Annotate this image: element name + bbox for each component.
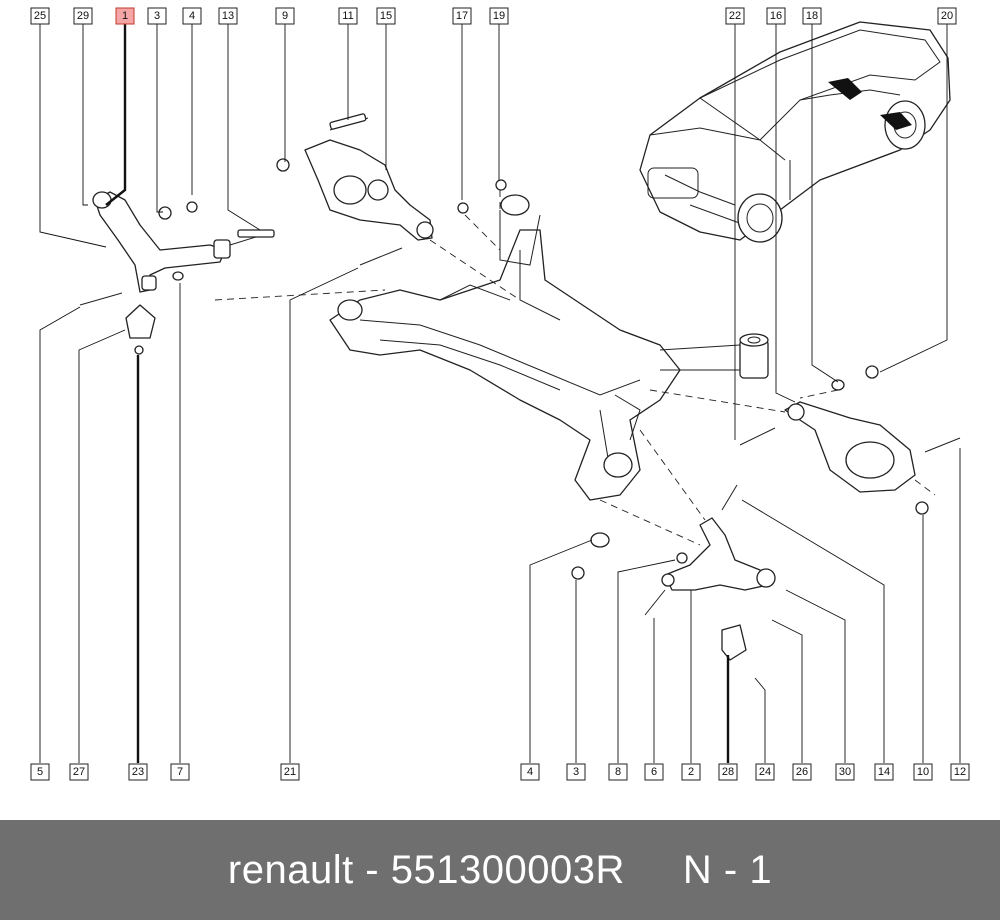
parts-diagram: 25 29 1 3 4 13 9 11 15 17 19 22 16 18 20… xyxy=(30,7,970,781)
callout-text: 15 xyxy=(380,10,392,22)
right-lower-arm xyxy=(739,365,961,515)
leader-lines xyxy=(39,24,961,763)
callout-19[interactable]: 19 xyxy=(489,7,509,25)
callout-text: 4 xyxy=(189,10,195,22)
bottom-upper-arm xyxy=(571,484,776,661)
callout-13[interactable]: 13 xyxy=(218,7,238,25)
callout-16[interactable]: 16 xyxy=(766,7,786,25)
callout-text: 29 xyxy=(77,10,89,22)
callout-text: 3 xyxy=(573,766,579,778)
callout-29[interactable]: 29 xyxy=(73,7,93,25)
callout-12[interactable]: 12 xyxy=(950,763,970,781)
callout-text: 20 xyxy=(941,10,953,22)
callout-text: 7 xyxy=(177,766,183,778)
callout-text: 22 xyxy=(729,10,741,22)
callout-1-highlighted[interactable]: 1 xyxy=(115,7,135,25)
callout-23[interactable]: 23 xyxy=(128,763,148,781)
callout-3-top[interactable]: 3 xyxy=(147,7,167,25)
callout-2[interactable]: 2 xyxy=(681,763,701,781)
callout-text: 5 xyxy=(37,766,43,778)
callouts-top: 25 29 1 3 4 13 9 11 15 17 19 22 16 18 20 xyxy=(30,7,957,25)
callout-text: 1 xyxy=(122,10,128,22)
callout-4-bottom[interactable]: 4 xyxy=(520,763,540,781)
callout-text: 4 xyxy=(527,766,533,778)
callout-14[interactable]: 14 xyxy=(874,763,894,781)
callout-9[interactable]: 9 xyxy=(275,7,295,25)
callout-5[interactable]: 5 xyxy=(30,763,50,781)
callout-4-top[interactable]: 4 xyxy=(182,7,202,25)
callouts-bottom: 5 27 23 7 21 4 3 8 6 2 28 24 26 30 14 10… xyxy=(30,763,970,781)
car-illustration xyxy=(639,21,951,243)
callout-text: 12 xyxy=(954,766,966,778)
callout-10[interactable]: 10 xyxy=(913,763,933,781)
callout-text: 24 xyxy=(759,766,771,778)
callout-text: 10 xyxy=(917,766,929,778)
callout-30[interactable]: 30 xyxy=(835,763,855,781)
callout-17[interactable]: 17 xyxy=(452,7,472,25)
callout-7[interactable]: 7 xyxy=(170,763,190,781)
callout-24[interactable]: 24 xyxy=(755,763,775,781)
callout-text: 2 xyxy=(688,766,694,778)
footer-banner: renault - 551300003R N - 1 xyxy=(0,820,1000,920)
callout-text: 26 xyxy=(796,766,808,778)
callout-11[interactable]: 11 xyxy=(338,7,358,25)
small-fasteners xyxy=(79,158,507,355)
callout-text: 8 xyxy=(615,766,621,778)
bushing xyxy=(739,333,769,379)
callout-25[interactable]: 25 xyxy=(30,7,50,25)
callout-26[interactable]: 26 xyxy=(792,763,812,781)
callout-20[interactable]: 20 xyxy=(937,7,957,25)
callout-text: 13 xyxy=(222,10,234,22)
callout-6[interactable]: 6 xyxy=(644,763,664,781)
callout-text: 27 xyxy=(73,766,85,778)
upper-link-arm xyxy=(304,113,434,266)
callout-text: 23 xyxy=(132,766,144,778)
callout-8[interactable]: 8 xyxy=(608,763,628,781)
callout-text: 25 xyxy=(34,10,46,22)
callout-15[interactable]: 15 xyxy=(376,7,396,25)
left-lower-arm xyxy=(92,191,275,293)
callout-text: 18 xyxy=(806,10,818,22)
callout-text: 14 xyxy=(878,766,890,778)
rear-subframe xyxy=(329,194,741,501)
callout-27[interactable]: 27 xyxy=(69,763,89,781)
callout-text: 11 xyxy=(342,10,353,22)
callout-text: 21 xyxy=(284,766,296,778)
callout-22[interactable]: 22 xyxy=(725,7,745,25)
callout-21[interactable]: 21 xyxy=(280,763,300,781)
callout-text: 9 xyxy=(282,10,288,22)
callout-text: 30 xyxy=(839,766,851,778)
drawing xyxy=(79,21,961,661)
part-number-caption: renault - 551300003R N - 1 xyxy=(227,847,773,892)
callout-text: 3 xyxy=(154,10,160,22)
callout-text: 16 xyxy=(770,10,782,22)
callout-text: 17 xyxy=(456,10,468,22)
callout-text: 19 xyxy=(493,10,505,22)
callout-text: 6 xyxy=(651,766,657,778)
callout-3-bottom[interactable]: 3 xyxy=(566,763,586,781)
callout-text: 28 xyxy=(722,766,734,778)
callout-18[interactable]: 18 xyxy=(802,7,822,25)
callout-28[interactable]: 28 xyxy=(718,763,738,781)
